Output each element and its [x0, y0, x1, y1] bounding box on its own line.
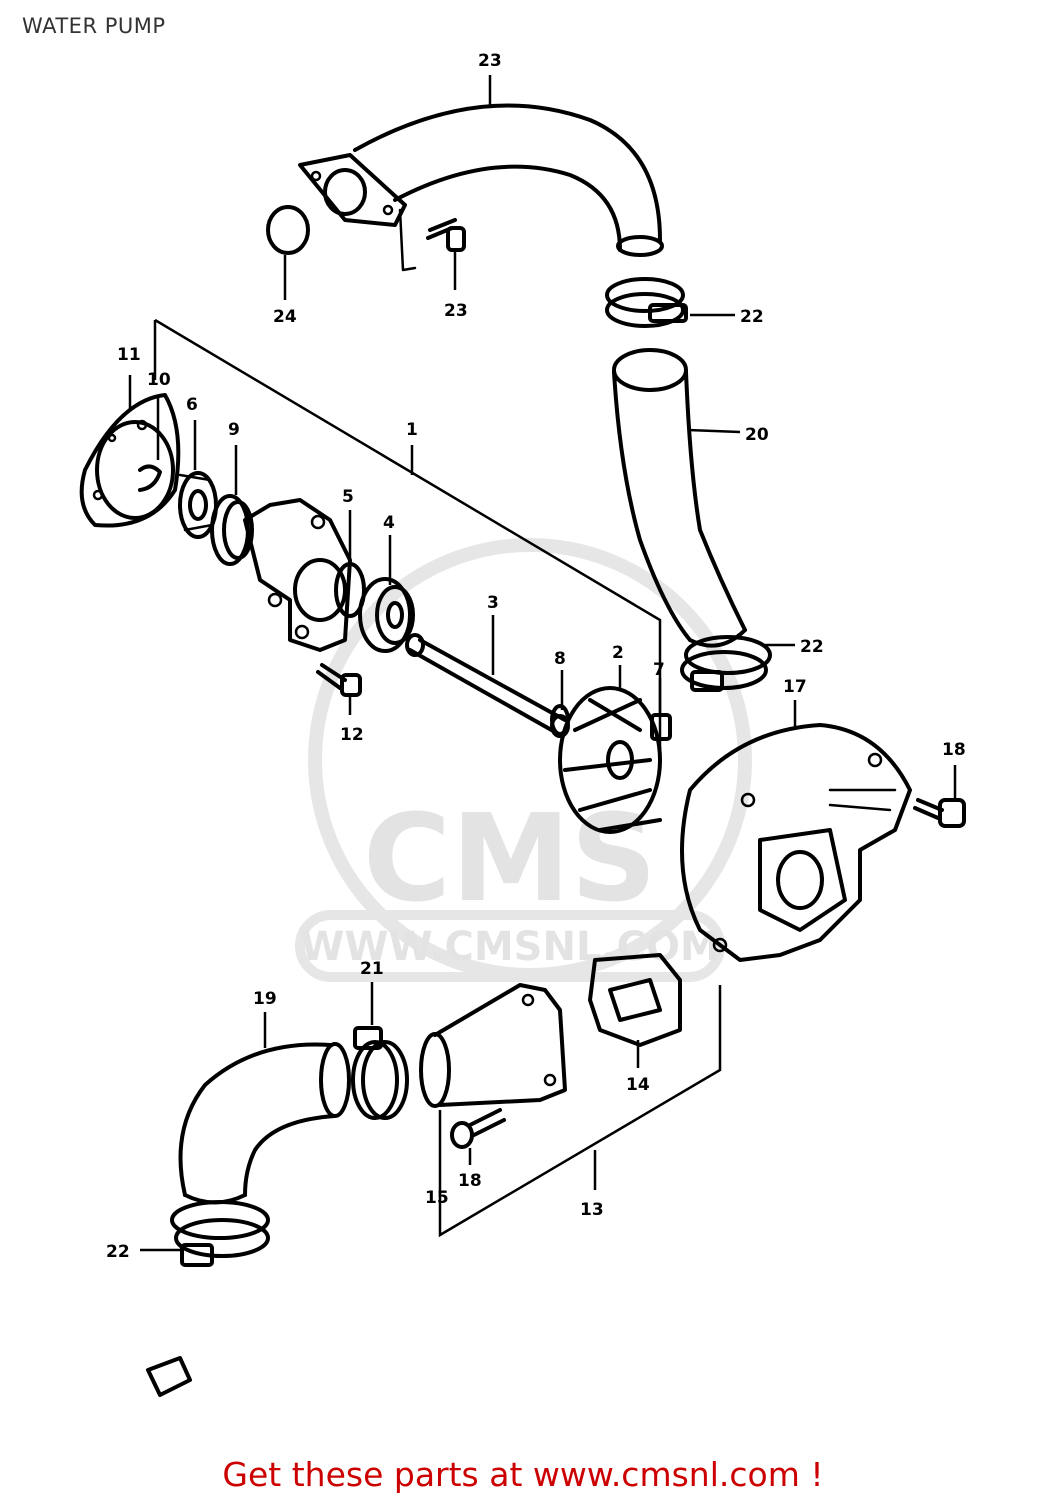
part-18-bolt-lower — [450, 1108, 506, 1149]
watermark-logo: CMS — [363, 790, 657, 929]
part-20-hose — [612, 348, 747, 648]
callout-9: 9 — [228, 420, 240, 440]
part-14-thermostat — [588, 953, 682, 1047]
callout-8: 8 — [554, 649, 566, 669]
part-15-fitting — [419, 983, 567, 1108]
callout-14: 14 — [626, 1075, 650, 1095]
part-18-bolt-right — [913, 798, 966, 828]
callout-1: 1 — [406, 420, 418, 440]
part-24-o-ring — [266, 205, 310, 255]
part-21-clamp — [351, 1026, 409, 1120]
callout-15: 15 — [425, 1188, 449, 1208]
callout-labels: 23 24 23 22 20 22 11 10 6 9 1 5 4 3 8 2 … — [106, 51, 966, 1262]
part-22-clamp-upper — [605, 277, 688, 328]
part-23-upper-pipe — [298, 103, 664, 257]
callout-12: 12 — [340, 725, 364, 745]
diagram-title: WATER PUMP — [22, 14, 166, 38]
part-3-shaft — [405, 633, 570, 738]
callout-2: 2 — [612, 643, 624, 663]
callout-18-right: 18 — [942, 740, 966, 760]
part-19-elbow-hose — [178, 1042, 351, 1205]
callout-17: 17 — [783, 677, 807, 697]
callout-25: 23 — [444, 301, 468, 321]
callout-4: 4 — [383, 513, 395, 533]
callout-24: 24 — [273, 307, 297, 327]
leader-lines — [128, 75, 957, 1252]
callout-6: 6 — [186, 395, 198, 415]
callout-22-upper: 22 — [740, 307, 764, 327]
callout-22-middle: 22 — [800, 637, 824, 657]
callout-3: 3 — [487, 593, 499, 613]
callout-10: 10 — [147, 370, 171, 390]
callout-21: 21 — [360, 959, 384, 979]
part-10-clip — [138, 464, 162, 492]
bolt-fragment — [146, 1356, 192, 1397]
callout-5: 5 — [342, 487, 354, 507]
part-5-seal-ring — [334, 562, 366, 618]
part-11-plate — [79, 393, 181, 528]
callout-22-lower: 22 — [106, 1242, 130, 1262]
callout-13: 13 — [580, 1200, 604, 1220]
callout-18-lower: 18 — [458, 1171, 482, 1191]
part-4-mechanical-seal — [358, 577, 415, 653]
callout-23: 23 — [478, 51, 502, 71]
callout-7: 7 — [653, 660, 665, 680]
part-22-clamp-lower — [170, 1200, 270, 1267]
watermark-url: WWW.CMSNL.COM — [300, 924, 720, 970]
part-17-pump-cover — [680, 723, 912, 962]
pump-body — [243, 498, 352, 652]
callout-20: 20 — [745, 425, 769, 445]
part-22-clamp-middle — [680, 635, 772, 692]
footer-link[interactable]: Get these parts at www.cmsnl.com ! — [222, 1455, 824, 1494]
callout-19: 19 — [253, 989, 277, 1009]
cms-watermark: CMS WWW.CMSNL.COM — [295, 538, 752, 982]
callout-11: 11 — [117, 345, 141, 365]
